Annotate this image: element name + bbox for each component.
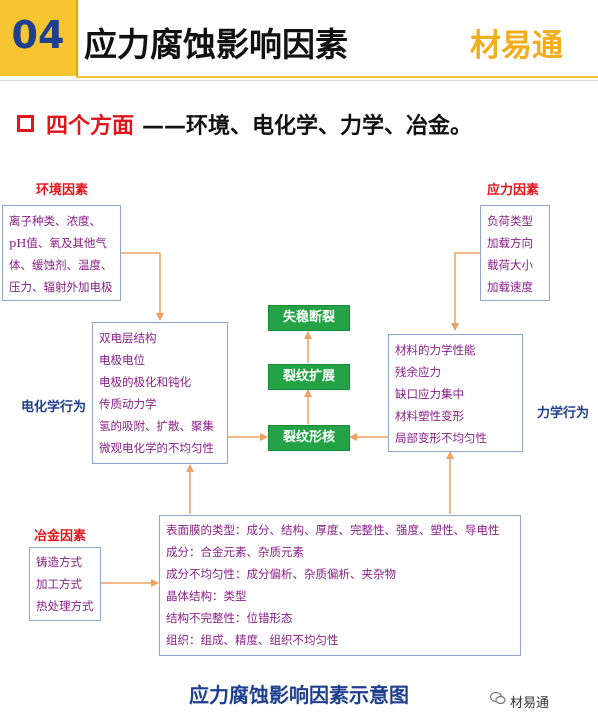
mechanics-item: 缺口应力集中	[395, 387, 464, 401]
environment-item: 离子种类、浓度、	[9, 214, 101, 228]
environment-box: 离子种类、浓度、 pH值、氧及其他气 体、缓蚀剂、温度、 压力、辐射外加电极	[2, 205, 121, 301]
brand-logo-text: 材易通	[470, 28, 563, 64]
stress-item: 加载速度	[487, 280, 533, 294]
electrochem-label: 电化学行为	[21, 400, 87, 415]
mechanics-item: 材料的力学性能	[395, 343, 476, 357]
electrochem-item: 氢的吸附、扩散、聚集	[99, 419, 214, 433]
wechat-icon	[490, 691, 506, 705]
metallurgy-box: 铸造方式 加工方式 热处理方式	[29, 547, 101, 621]
header-divider	[76, 76, 598, 78]
electrochem-item: 电极的极化和钝化	[99, 375, 191, 389]
header-underline	[0, 80, 598, 81]
page-title: 应力腐蚀影响因素	[84, 25, 348, 64]
material-item: 组织：组成、精度、组织不均匀性	[166, 633, 339, 647]
subtitle-highlight: 四个方面	[46, 114, 135, 139]
stage-nucleation: 裂纹形核	[268, 425, 350, 451]
mechanics-item: 材料塑性变形	[395, 409, 464, 423]
mechanics-item: 局部变形不均匀性	[395, 431, 487, 445]
metallurgy-item: 铸造方式	[36, 555, 82, 569]
mechanics-item: 残余应力	[395, 365, 441, 379]
metallurgy-label: 冶金因素	[34, 529, 87, 544]
electrochem-box: 双电层结构 电极电位 电极的极化和钝化 传质动力学 氢的吸附、扩散、聚集 微观电…	[92, 322, 228, 464]
subtitle-text: ——环境、电化学、力学、冶金。	[142, 114, 473, 139]
watermark-text: 材易通	[510, 696, 550, 711]
material-item: 成分不均匀性：成分偏析、杂质偏析、夹杂物	[166, 567, 396, 581]
square-bullet-icon	[17, 115, 34, 132]
section-number-badge: 04	[0, 0, 78, 76]
section-number: 04	[11, 13, 65, 57]
arrow-stress-to-mechanics	[451, 252, 480, 331]
material-item: 晶体结构：类型	[166, 589, 247, 603]
environment-label: 环境因素	[36, 183, 89, 198]
mechanics-box: 材料的力学性能 残余应力 缺口应力集中 材料塑性变形 局部变形不均匀性	[388, 334, 523, 452]
electrochem-item: 电极电位	[99, 353, 145, 367]
mechanics-label: 力学行为	[537, 406, 590, 421]
stress-item: 负荷类型	[487, 214, 533, 228]
figure-caption: 应力腐蚀影响因素示意图	[189, 683, 409, 707]
stress-box: 负荷类型 加载方向 载荷大小 加载速度	[480, 205, 550, 301]
material-item: 成分：合金元素、杂质元素	[166, 545, 304, 559]
stage-propagation: 裂纹扩展	[268, 364, 350, 390]
electrochem-item: 传质动力学	[99, 397, 157, 411]
material-box: 表面膜的类型：成分、结构、厚度、完整性、强度、塑性、导电性 成分：合金元素、杂质…	[159, 515, 521, 656]
environment-item: 体、缓蚀剂、温度、	[9, 258, 113, 272]
arrow-env-to-electrochem	[120, 252, 164, 321]
electrochem-item: 微观电化学的不均匀性	[99, 441, 214, 455]
metallurgy-item: 加工方式	[36, 577, 82, 591]
metallurgy-item: 热处理方式	[36, 599, 94, 613]
stage-fracture: 失稳断裂	[268, 305, 350, 331]
material-item: 结构不完整性：位错形态	[166, 611, 293, 625]
electrochem-item: 双电层结构	[99, 331, 157, 345]
material-item: 表面膜的类型：成分、结构、厚度、完整性、强度、塑性、导电性	[166, 523, 500, 537]
stress-label: 应力因素	[487, 183, 540, 198]
stress-item: 加载方向	[487, 236, 533, 250]
stress-item: 载荷大小	[487, 258, 533, 272]
environment-item: 压力、辐射外加电极	[9, 280, 113, 294]
environment-item: pH值、氧及其他气	[9, 236, 107, 250]
